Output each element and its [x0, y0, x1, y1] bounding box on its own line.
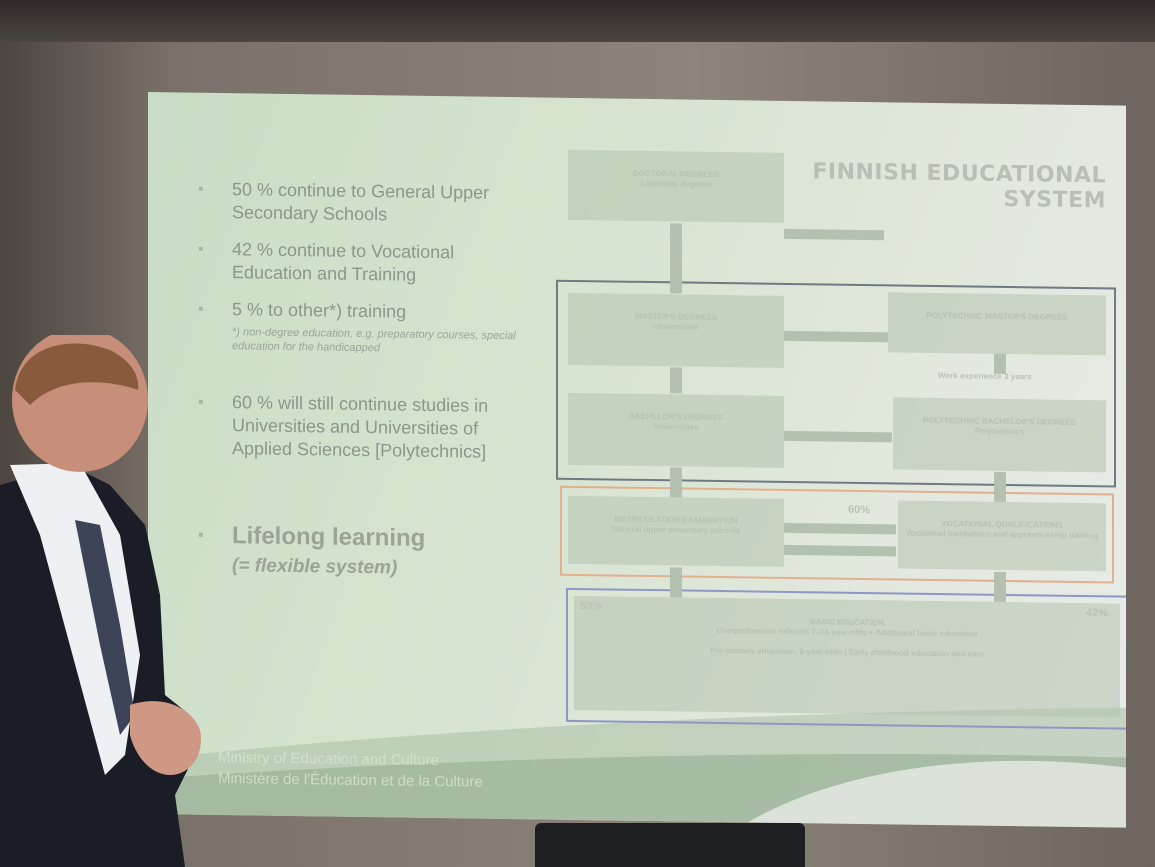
- pct-fortytwo: 42%: [1086, 607, 1109, 620]
- bullet-text: 50 % continue to General Upper Secondary…: [232, 179, 490, 225]
- masters-subtitle: Universities: [653, 322, 699, 332]
- poly-masters-title: POLYTECHNIC MASTER'S DEGREES: [926, 310, 1068, 322]
- diagram-title-line2: SYSTEM: [1003, 186, 1106, 214]
- arrow-up-icon: [670, 467, 682, 498]
- arrow-horizontal-icon: [784, 330, 888, 343]
- diagram-title-line1: FINNISH EDUCATIONAL: [812, 159, 1106, 189]
- arrow-up-icon: [670, 367, 682, 394]
- vocational-subtitle: Vocational institutions and apprenticesh…: [905, 528, 1099, 541]
- arrow-right-icon: [784, 522, 896, 535]
- arrow-up-icon: [994, 571, 1006, 602]
- doctoral-subtitle: Licentiate degrees: [640, 178, 712, 189]
- arrow-left-icon: [784, 544, 896, 557]
- arrow-up-icon: [670, 567, 682, 598]
- bullet-list: ▪ 50 % continue to General Upper Seconda…: [198, 178, 538, 599]
- bullet-item: ▪ 42 % continue to Vocational Education …: [198, 238, 538, 289]
- arrow-up-icon: [994, 471, 1006, 502]
- diagram-title: FINNISH EDUCATIONAL SYSTEM: [812, 159, 1106, 213]
- bullet-dot: ▪: [198, 300, 204, 318]
- lifelong-bullet: ▪ Lifelong learning (= flexible system): [198, 522, 538, 585]
- pct-fifty: 50%: [580, 600, 603, 613]
- arrow-horizontal-icon: [784, 430, 892, 443]
- bullet-dot: ▪: [198, 180, 204, 198]
- presenter-person: [0, 335, 201, 867]
- poly-bachelors-title: POLYTECHNIC BACHELOR'S DEGREES: [923, 415, 1076, 427]
- poly-masters-box: POLYTECHNIC MASTER'S DEGREES: [888, 292, 1106, 356]
- laptop: [535, 823, 805, 867]
- basic-education-box: BASIC EDUCATION Comprehensive schools 7–…: [574, 595, 1120, 718]
- bullet-item: ▪ 60 % will still continue studies in Un…: [198, 391, 538, 465]
- arrow-up-icon: [670, 223, 682, 294]
- doctoral-title: DOCTORAL DEGREES: [632, 168, 720, 179]
- footer-line-2: Ministère de l'Éducation et de la Cultur…: [218, 769, 483, 791]
- bullet-text: 42 % continue to Vocational Education an…: [232, 239, 455, 285]
- vocational-box: VOCATIONAL QUALIFICATIONS Vocational ins…: [898, 500, 1106, 572]
- bullet-item: ▪ 5 % to other*) training *) non-degree …: [198, 298, 538, 358]
- bullet-text: 60 % will still continue studies in Univ…: [232, 392, 489, 462]
- work-experience-label: Work experience 3 years: [938, 371, 1032, 382]
- matriculation-subtitle: General upper secondary schools: [611, 524, 741, 536]
- pct-sixty: 60%: [848, 503, 871, 517]
- masters-title: MASTER'S DEGREES: [634, 311, 718, 322]
- doctoral-degrees-box: DOCTORAL DEGREES Licentiate degrees: [568, 149, 784, 223]
- bullet-text: 5 % to other*) training: [232, 299, 407, 322]
- arrow-left-icon: [784, 228, 884, 241]
- vocational-title: VOCATIONAL QUALIFICATIONS: [941, 519, 1063, 530]
- basic-subtitle-2: Pre-primary education, 6-year-olds | Ear…: [710, 645, 984, 659]
- bachelors-title: BACHELOR'S DEGREES: [629, 411, 723, 423]
- matriculation-box: MATRICULATION EXAMINATION General upper …: [568, 495, 784, 567]
- slide-swoosh: [148, 707, 1126, 828]
- education-system-diagram: FINNISH EDUCATIONAL SYSTEM DOCTORAL DEGR…: [556, 148, 1126, 730]
- bachelors-subtitle: Universities: [653, 422, 699, 432]
- bullet-note: *) non-degree education, e.g. preparator…: [232, 326, 516, 355]
- poly-bachelors-subtitle: Polytechnics: [974, 426, 1025, 437]
- arrow-up-icon: [994, 353, 1006, 374]
- ceiling: [0, 0, 1155, 42]
- masters-degrees-box: MASTER'S DEGREES Universities: [568, 292, 784, 368]
- bullet-item: ▪ 50 % continue to General Upper Seconda…: [198, 178, 538, 229]
- bachelors-degrees-box: BACHELOR'S DEGREES Universities: [568, 392, 784, 468]
- projection-screen: ▪ 50 % continue to General Upper Seconda…: [148, 92, 1126, 828]
- lifelong-subtitle: (= flexible system): [232, 555, 398, 579]
- bullet-dot: ▪: [198, 240, 204, 258]
- poly-bachelors-box: POLYTECHNIC BACHELOR'S DEGREES Polytechn…: [893, 397, 1106, 473]
- lifelong-title: Lifelong learning: [232, 522, 426, 552]
- matriculation-title: MATRICULATION EXAMINATION: [614, 514, 738, 526]
- slide-footer: Ministry of Education and Culture Minist…: [218, 747, 483, 793]
